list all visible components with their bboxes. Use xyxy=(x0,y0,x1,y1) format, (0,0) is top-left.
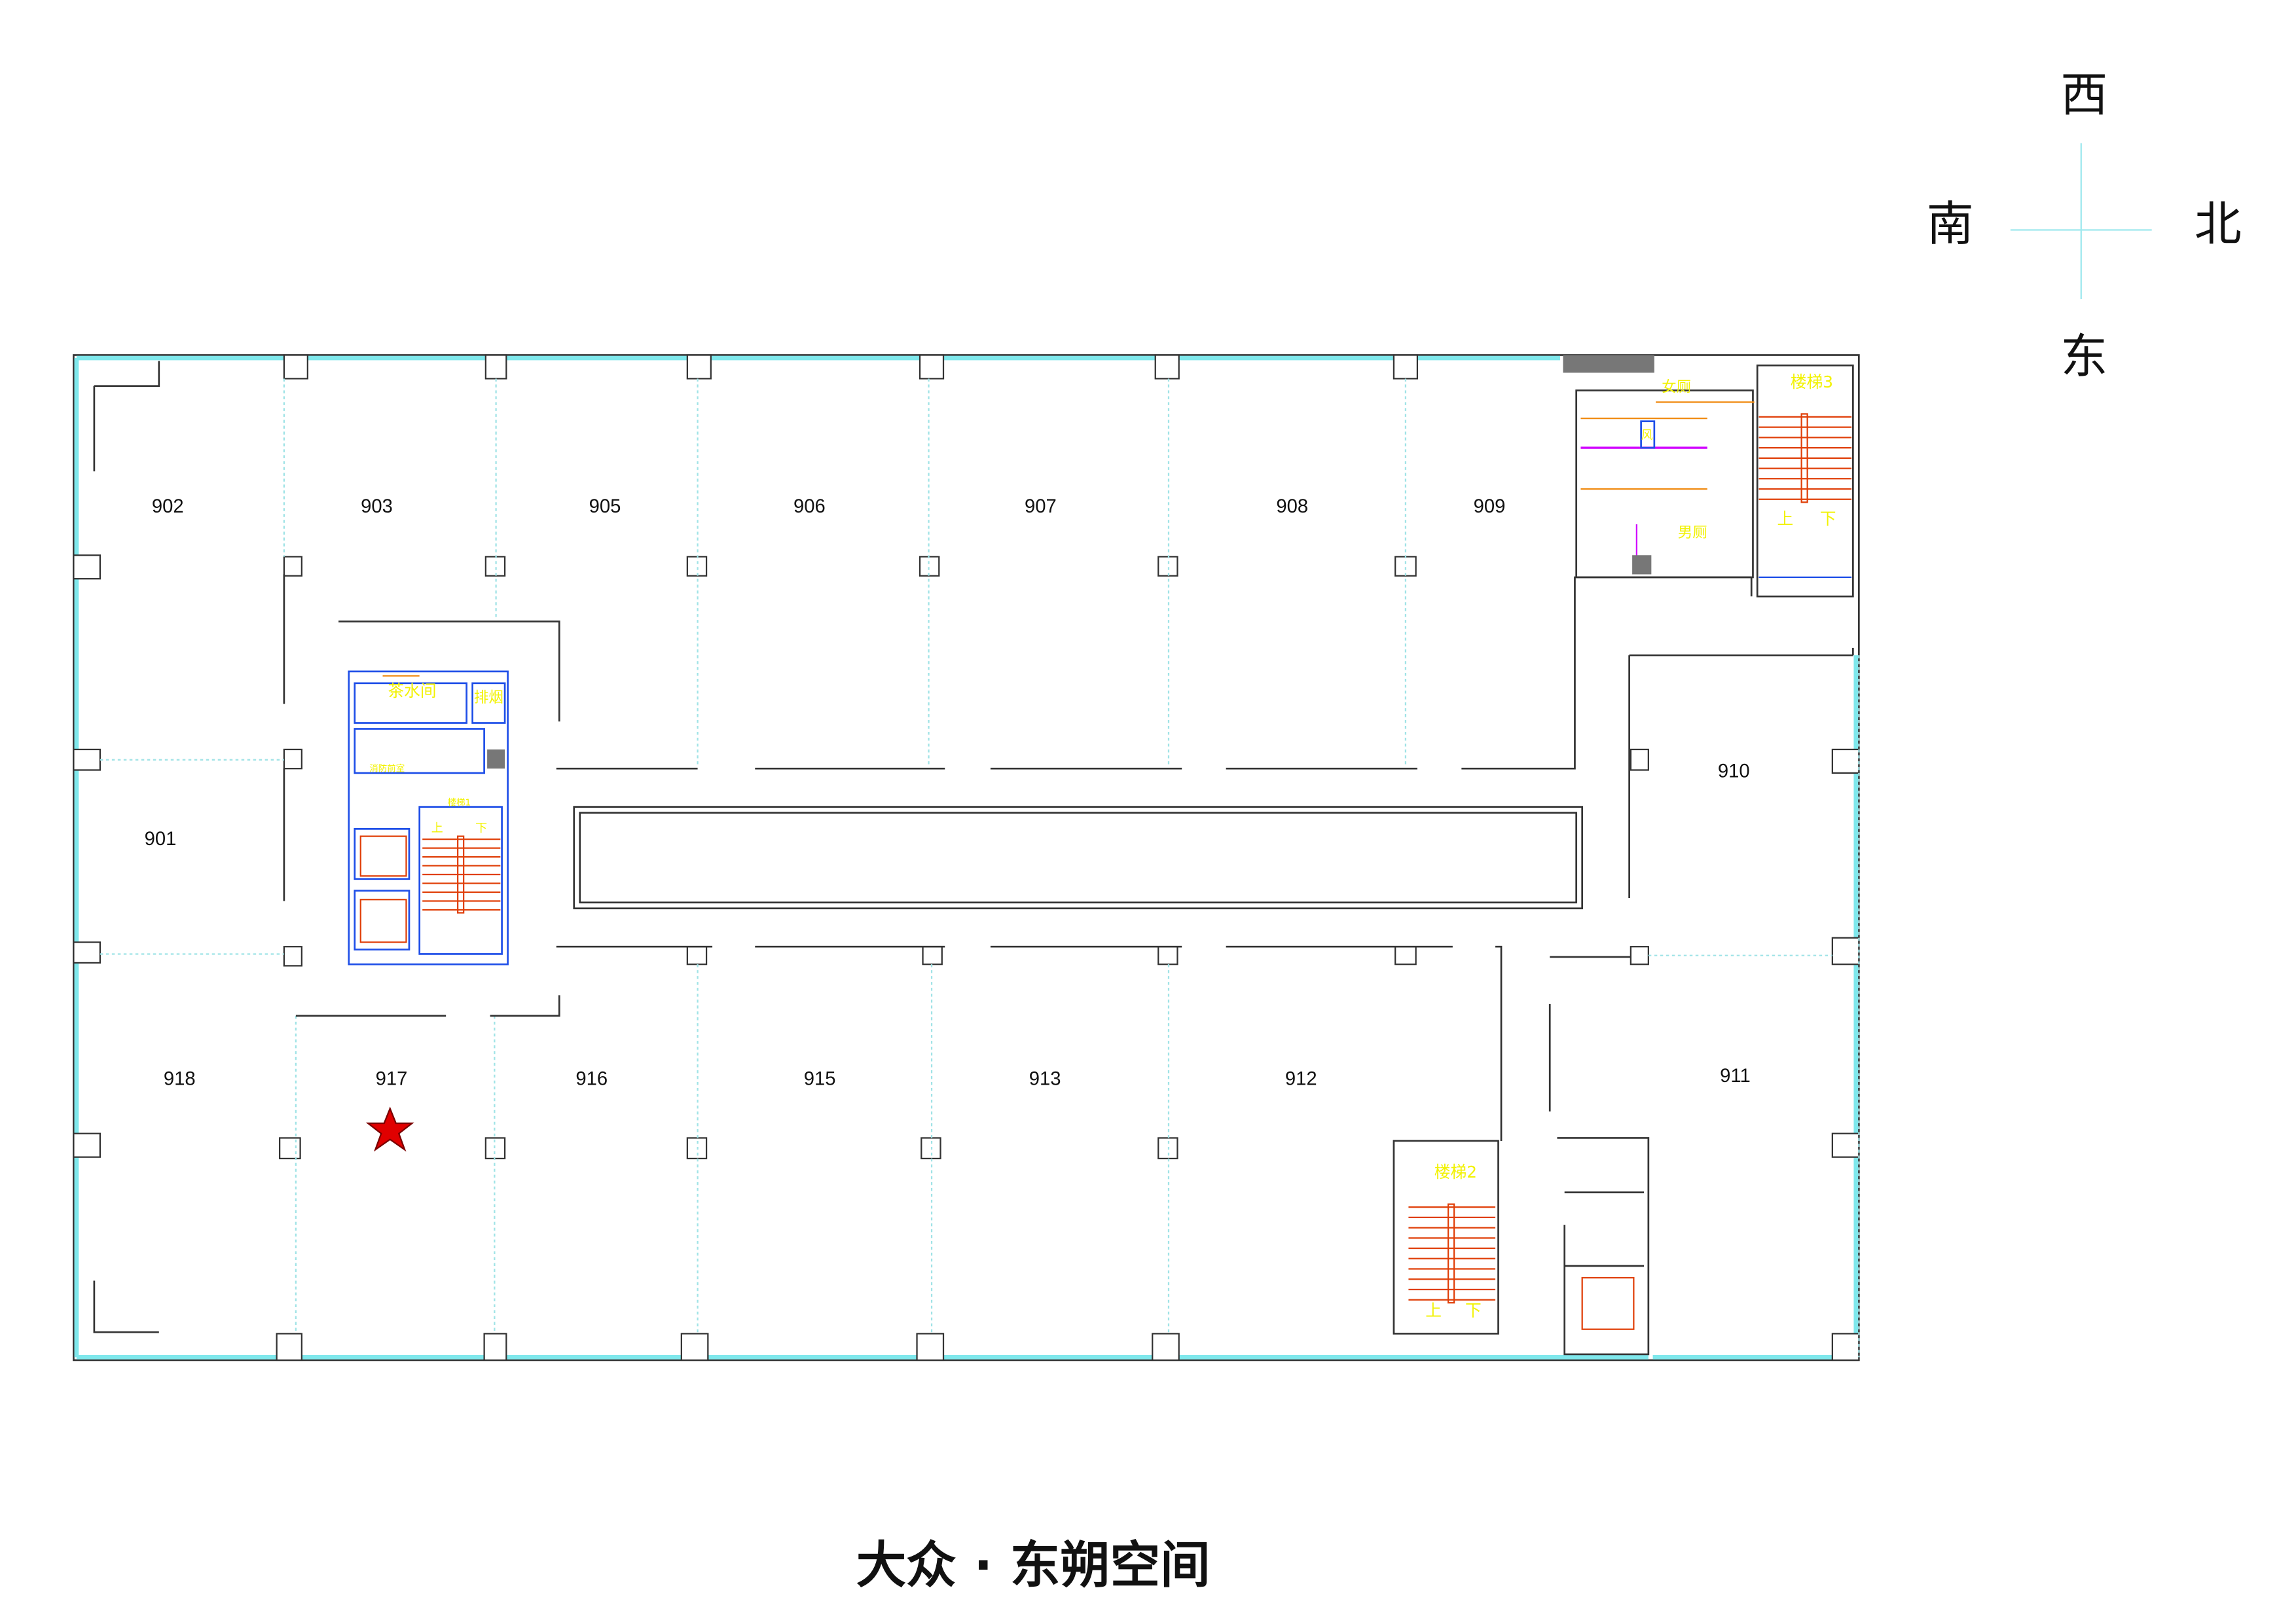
room-902: 902 xyxy=(152,496,184,517)
room-903: 903 xyxy=(361,496,393,517)
room-915: 915 xyxy=(804,1069,836,1090)
stair1-down: 下 xyxy=(475,821,487,835)
stair1-steps xyxy=(422,835,501,914)
room-909: 909 xyxy=(1474,496,1506,517)
compass-west: 西 xyxy=(2060,67,2107,122)
compass-east: 东 xyxy=(2060,329,2107,384)
room-911: 911 xyxy=(1720,1066,1751,1087)
partitions xyxy=(100,378,1860,1358)
stair2-up: 上 xyxy=(1425,1301,1442,1320)
plan-title: 大众 · 东朔空间 xyxy=(856,1536,1211,1595)
stair1-up: 上 xyxy=(431,821,443,835)
star-icon xyxy=(365,1106,414,1152)
stair3-up: 上 xyxy=(1777,509,1794,528)
stair1-label: 楼梯1 xyxy=(448,797,471,808)
outer-walls xyxy=(73,354,1860,1362)
interior-walls xyxy=(283,574,1854,1356)
room-907: 907 xyxy=(1025,496,1057,517)
toilets: 女厕 男厕 风 xyxy=(1575,379,1755,579)
women-toilet-label: 女厕 xyxy=(1662,379,1691,396)
smoke-exhaust-label: 排烟 xyxy=(474,689,503,706)
men-toilet-label: 男厕 xyxy=(1678,524,1707,541)
room-905: 905 xyxy=(589,496,621,517)
stair3-down: 下 xyxy=(1820,509,1836,528)
room-918: 918 xyxy=(164,1069,196,1090)
stair2-down: 下 xyxy=(1465,1301,1482,1320)
room-912: 912 xyxy=(1285,1069,1317,1090)
room-917: 917 xyxy=(376,1069,408,1090)
compass: 西 南 北 东 xyxy=(1927,67,2242,384)
columns xyxy=(73,354,1860,1362)
stair2: 楼梯2 上 下 xyxy=(1408,1163,1635,1330)
compass-north: 北 xyxy=(2195,196,2242,251)
core: 茶水间 排烟 消防前室 楼梯1 上 下 xyxy=(348,670,509,965)
room-906: 906 xyxy=(793,496,826,517)
stair3-label: 楼梯3 xyxy=(1791,372,1833,391)
pantry-label: 茶水间 xyxy=(388,681,436,700)
room-910: 910 xyxy=(1718,761,1750,782)
room-labels: 902 903 905 906 907 908 909 910 901 918 … xyxy=(145,496,1751,1090)
stair3: 楼梯3 上 下 xyxy=(1756,364,1854,598)
fire-lobby-label: 消防前室 xyxy=(369,763,405,774)
room-916: 916 xyxy=(575,1069,608,1090)
room-908: 908 xyxy=(1276,496,1308,517)
compass-south: 南 xyxy=(1927,196,1974,251)
stair2-label: 楼梯2 xyxy=(1434,1163,1477,1182)
room-901: 901 xyxy=(145,829,177,850)
room-913: 913 xyxy=(1029,1069,1061,1090)
vent-label: 风 xyxy=(1641,429,1653,442)
